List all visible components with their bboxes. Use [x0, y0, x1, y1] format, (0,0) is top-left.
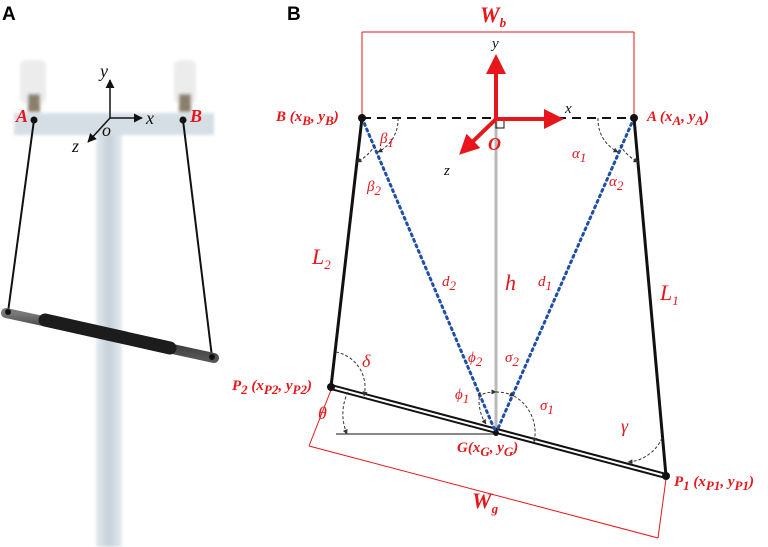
point-b-dot	[179, 116, 187, 124]
axes-b-red	[459, 54, 564, 155]
insulator-left	[20, 60, 46, 104]
panel-b-letter: B	[287, 4, 301, 25]
panel-a: A A B y x z o	[1, 4, 219, 547]
label-h: h	[505, 270, 516, 295]
arc-theta	[342, 391, 349, 435]
label-point-g: G(xG, yG)	[457, 440, 518, 459]
axes-a	[87, 79, 143, 143]
panel-a-letter: A	[2, 4, 16, 25]
label-point-p1: P1 (xP1, yP1)	[674, 474, 754, 493]
label-axis-y-b: y	[490, 36, 499, 52]
arc-sigma1	[513, 395, 538, 443]
rod-end-right	[209, 354, 215, 360]
point-a-dot	[30, 116, 38, 124]
clamp-right	[179, 94, 191, 112]
angle-arcs	[335, 117, 663, 465]
label-d2: d2	[442, 274, 457, 293]
label-point-p2: P2 (xP2, yP2)	[232, 378, 312, 397]
point-p1-dot	[662, 472, 670, 480]
label-a: A	[15, 106, 28, 126]
label-axis-z-b: z	[443, 163, 450, 179]
arc-gamma	[627, 437, 663, 465]
gravity-rod	[1, 308, 219, 363]
label-axis-x: x	[145, 108, 154, 128]
red-axis-z	[459, 117, 498, 155]
label-sigma1: σ1	[540, 398, 554, 417]
label-origin-o: o	[102, 120, 111, 140]
point-b-dot-b	[358, 114, 366, 122]
label-beta1: β1	[379, 131, 394, 150]
label-point-b: B (xB, yB)	[275, 109, 339, 128]
cable-right	[182, 119, 213, 358]
point-p2-dot	[327, 383, 335, 391]
label-axis-x-b: x	[564, 101, 572, 117]
label-alpha1: α1	[572, 146, 586, 165]
arc-phi2	[477, 389, 497, 397]
panel-b: B Wb Wg	[232, 2, 754, 539]
dimension-wg	[308, 389, 667, 539]
cable-l1	[632, 117, 668, 477]
label-l2: L2	[311, 244, 331, 272]
clamp-left	[28, 94, 40, 112]
cable-left	[7, 119, 35, 313]
arc-sigma2	[495, 391, 515, 397]
dimension-wb	[361, 31, 635, 116]
cross-arm	[14, 113, 214, 135]
label-b: B	[189, 106, 202, 126]
label-wb: Wb	[480, 2, 507, 30]
label-phi1: ϕ1	[455, 387, 469, 406]
label-delta: δ	[362, 351, 371, 371]
label-beta2: β2	[366, 179, 381, 198]
arc-alpha1	[597, 117, 619, 153]
arc-phi1	[478, 391, 487, 425]
arc-beta2	[356, 144, 376, 163]
label-origin-O: O	[488, 134, 501, 154]
line-d2-dotted	[360, 116, 498, 435]
arc-alpha2	[619, 144, 639, 163]
arc-delta	[335, 351, 368, 397]
arc-beta1	[377, 117, 399, 153]
label-alpha2: α2	[609, 174, 624, 193]
label-d1: d1	[538, 274, 552, 293]
label-sigma2: σ2	[505, 350, 519, 369]
label-l1: L1	[659, 280, 679, 308]
label-axis-z: z	[71, 136, 79, 156]
axis-z-arrow	[87, 117, 111, 143]
label-theta: θ	[318, 403, 327, 423]
label-point-a: A (xA, yA)	[646, 109, 709, 128]
label-phi2: ϕ2	[468, 350, 483, 369]
label-gamma: γ	[621, 416, 629, 436]
line-d1-dotted	[494, 116, 636, 435]
label-axis-y: y	[98, 61, 108, 81]
cable-l2	[329, 117, 364, 388]
insulator-right	[174, 60, 196, 104]
rod-end-left	[5, 309, 11, 315]
label-wg: Wg	[472, 488, 499, 516]
point-a-dot-b	[630, 114, 638, 122]
point-g-dot	[493, 430, 499, 436]
